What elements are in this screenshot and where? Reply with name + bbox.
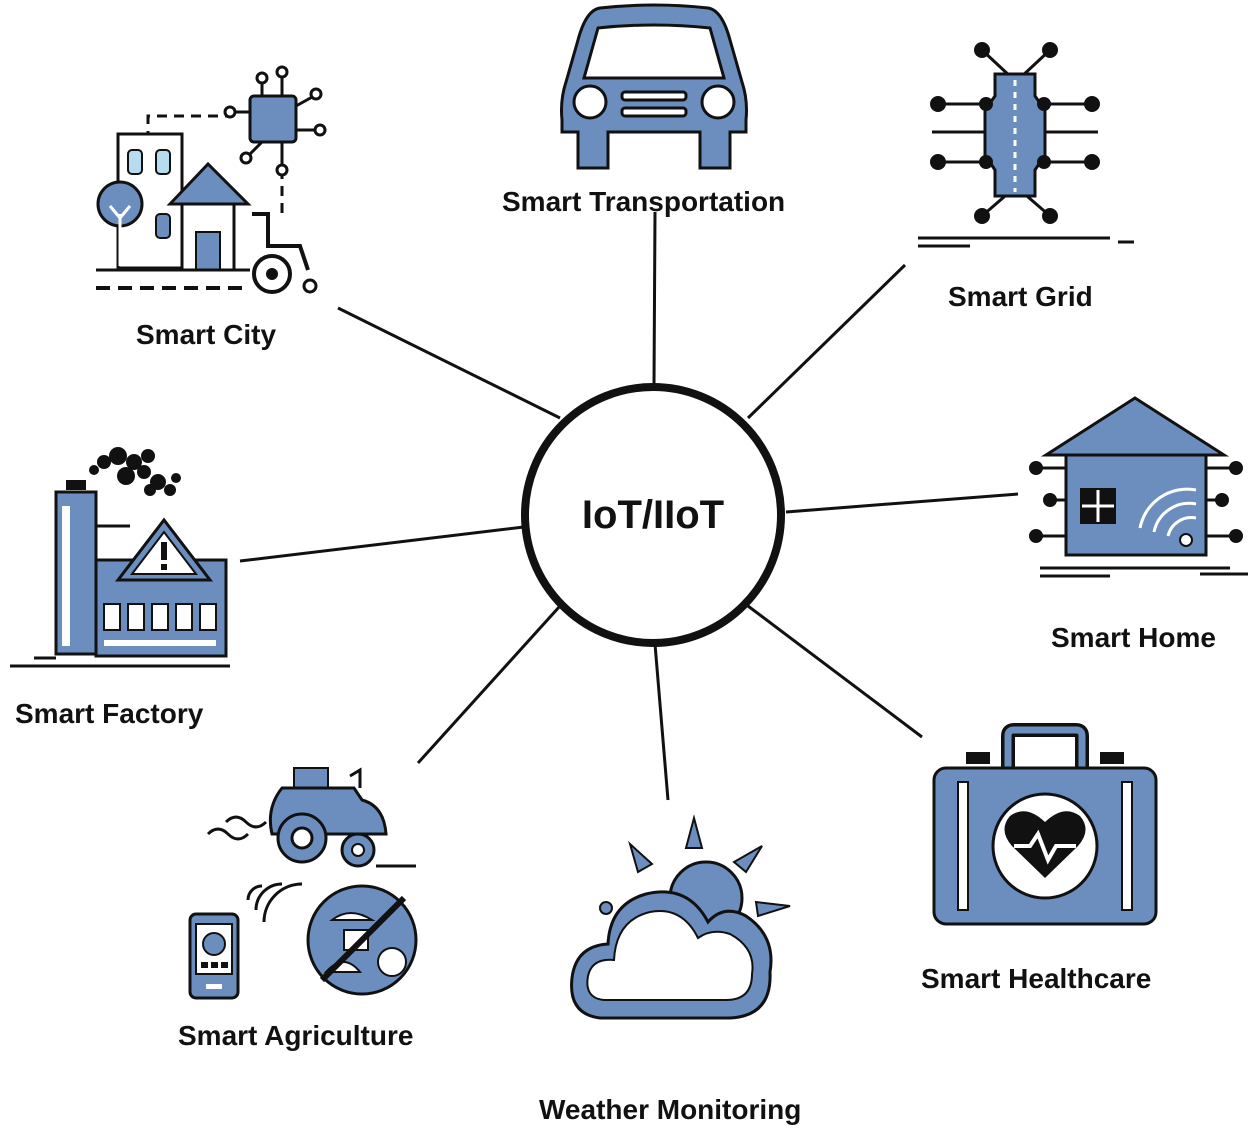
label-smart-grid: Smart Grid bbox=[948, 281, 1093, 312]
label-smart-home: Smart Home bbox=[1051, 622, 1216, 653]
connector-transportation bbox=[652, 211, 657, 386]
medical-kit-icon bbox=[932, 723, 1158, 926]
circuit-chip-icon bbox=[918, 42, 1134, 248]
car-icon bbox=[560, 3, 748, 170]
connector-lines bbox=[239, 211, 1019, 801]
cloud-sun-icon bbox=[570, 814, 791, 1020]
connector-agriculture bbox=[416, 604, 562, 765]
label-smart-agriculture: Smart Agriculture bbox=[178, 1020, 414, 1051]
connector-city bbox=[337, 306, 561, 420]
tractor-icon bbox=[188, 767, 418, 1000]
connected-house-icon bbox=[1029, 396, 1248, 578]
connector-grid bbox=[746, 263, 907, 420]
connector-factory bbox=[239, 525, 525, 563]
label-weather-monitoring: Weather Monitoring bbox=[539, 1094, 802, 1125]
hub-label: IoT/IIoT bbox=[581, 492, 725, 537]
label-smart-city: Smart City bbox=[136, 319, 277, 350]
connector-weather bbox=[653, 643, 670, 801]
label-smart-factory: Smart Factory bbox=[15, 698, 204, 729]
label-smart-transportation: Smart Transportation bbox=[502, 186, 786, 217]
city-building-icon bbox=[96, 65, 327, 294]
connector-healthcare bbox=[747, 604, 923, 739]
connector-home bbox=[785, 492, 1019, 514]
label-smart-healthcare: Smart Healthcare bbox=[921, 963, 1152, 994]
factory-icon bbox=[10, 447, 230, 668]
hub-circle bbox=[521, 383, 785, 647]
